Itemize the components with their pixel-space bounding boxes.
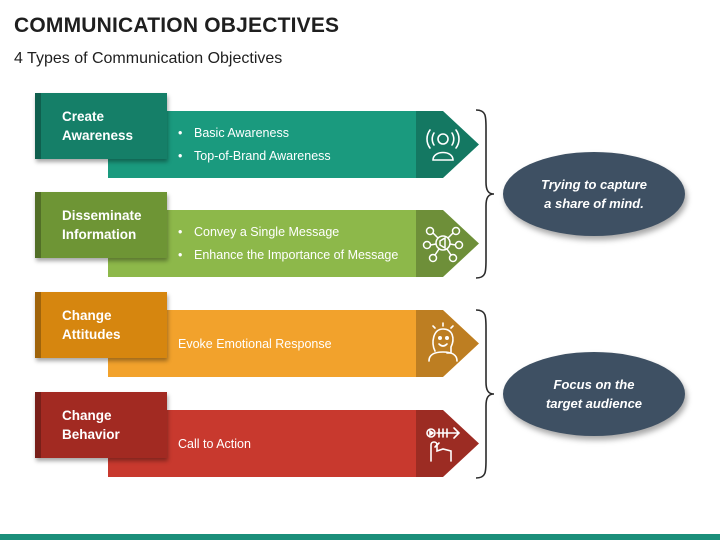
- bullet-item: Top-of-Brand Awareness: [178, 145, 331, 168]
- callout-ellipse-mind: Trying to capture a share of mind.: [503, 152, 685, 236]
- emotional-head-icon: [428, 322, 458, 362]
- bullet-item: Basic Awareness: [178, 122, 331, 145]
- objective-row-attitudes: Evoke Emotional Response Change Attitude…: [0, 292, 500, 388]
- callout-text: Trying to capture a share of mind.: [541, 177, 647, 211]
- bullet-item: Enhance the Importance of Message: [178, 244, 398, 267]
- page-subtitle: 4 Types of Communication Objectives: [14, 50, 283, 67]
- right-brace-bottom: [475, 309, 495, 479]
- objective-label: Change Attitudes: [62, 308, 121, 342]
- objective-bullets: Convey a Single Message Enhance the Impo…: [178, 210, 398, 277]
- message-network-icon: [422, 226, 464, 263]
- callout-ellipse-audience: Focus on the target audience: [503, 352, 685, 436]
- bullet-item: Convey a Single Message: [178, 221, 398, 244]
- objective-row-awareness: Basic Awareness Top-of-Brand Awareness C…: [0, 93, 500, 189]
- action-arrow-icon: [426, 427, 461, 462]
- objective-arrow: Convey a Single Message Enhance the Impo…: [108, 210, 479, 277]
- objective-label: Change Behavior: [62, 408, 120, 442]
- broadcast-person-icon: [426, 129, 460, 161]
- objective-row-behavior: Call to Action Change Behavior: [0, 392, 500, 488]
- objective-label-card: Disseminate Information: [35, 192, 167, 258]
- callout-text: Focus on the target audience: [545, 377, 643, 411]
- objective-label-card: Create Awareness: [35, 93, 167, 159]
- objective-label: Create Awareness: [62, 109, 134, 143]
- objective-label: Disseminate Information: [62, 208, 142, 242]
- footer-accent-bar: [0, 534, 720, 540]
- right-brace-top: [475, 109, 495, 279]
- page-title: COMMUNICATION OBJECTIVES: [14, 14, 340, 37]
- objective-label-card: Change Behavior: [35, 392, 167, 458]
- objective-row-information: Convey a Single Message Enhance the Impo…: [0, 192, 500, 288]
- objective-arrow: Evoke Emotional Response: [108, 310, 479, 377]
- objective-text: Call to Action: [178, 436, 251, 451]
- objective-bullets: Basic Awareness Top-of-Brand Awareness: [178, 111, 331, 178]
- objective-text: Evoke Emotional Response: [178, 336, 332, 351]
- objective-label-card: Change Attitudes: [35, 292, 167, 358]
